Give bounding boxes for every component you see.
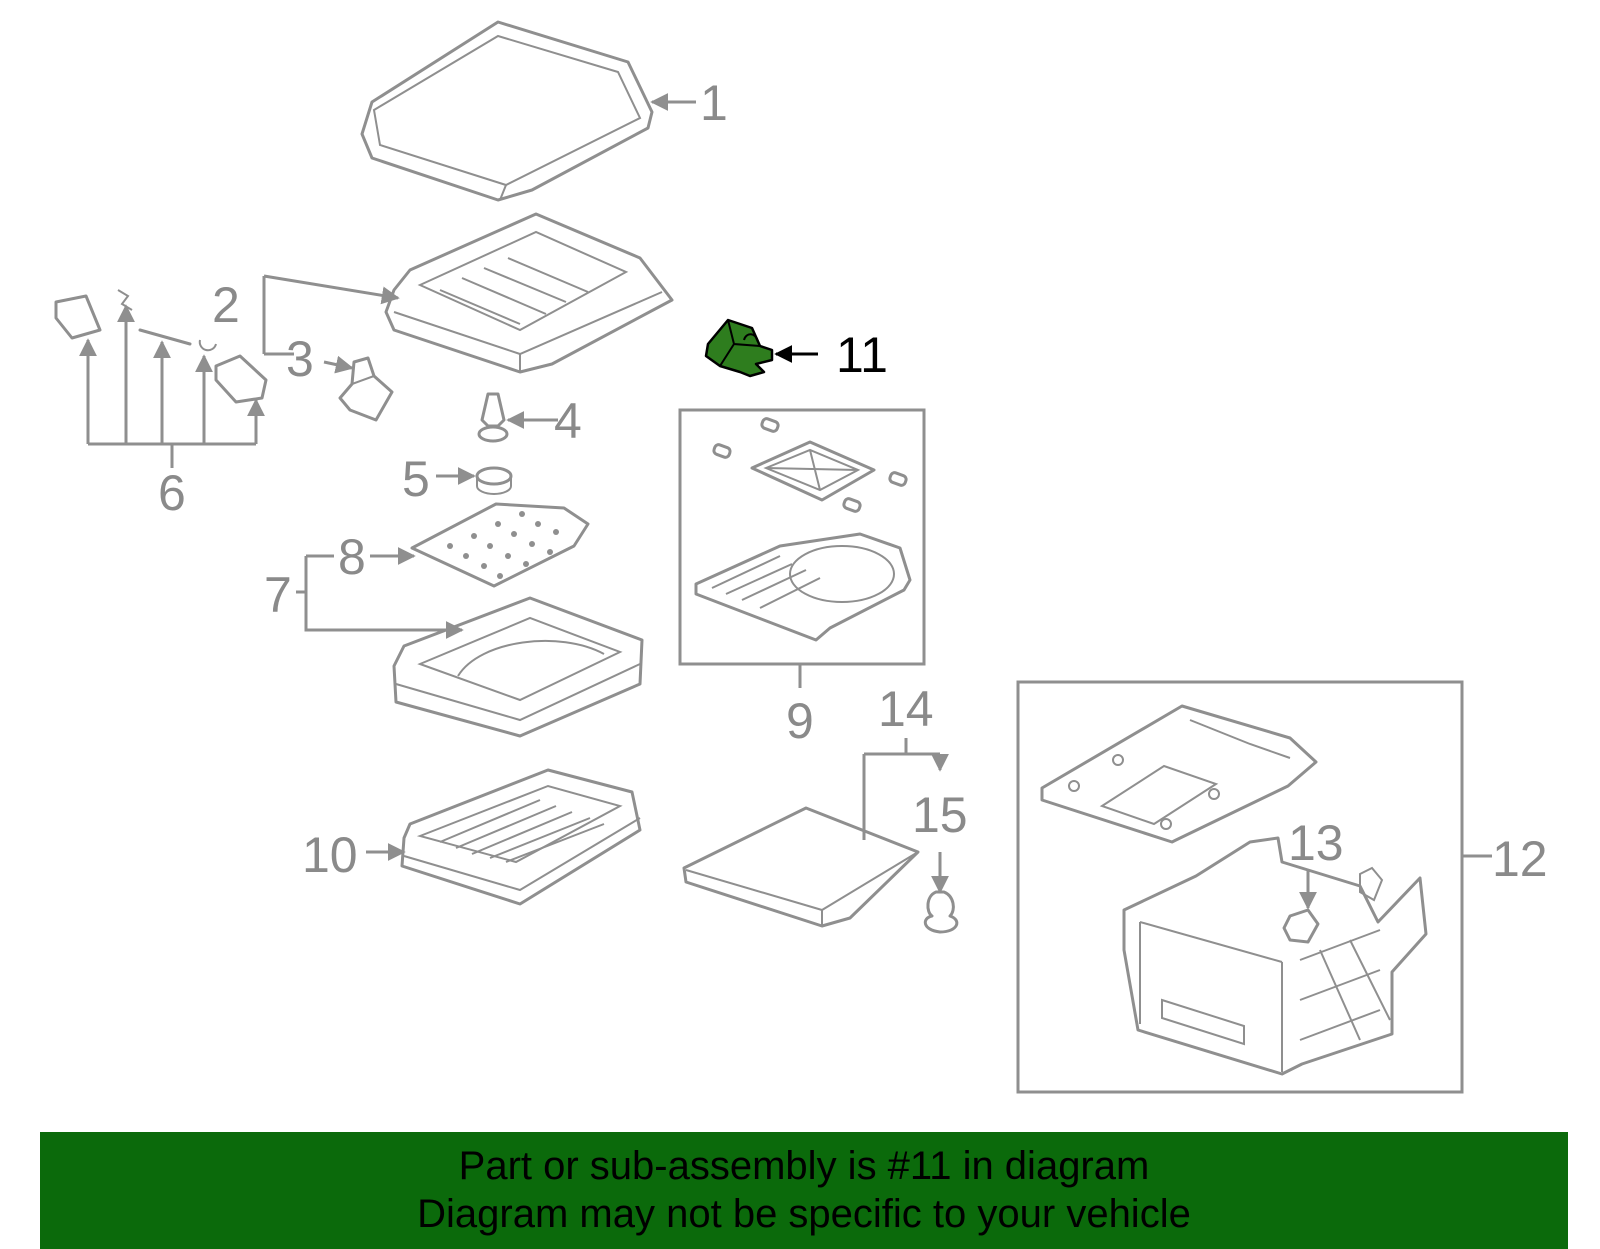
leader-lines — [262, 93, 1492, 910]
callout-1: 1 — [700, 75, 728, 131]
callout-9: 9 — [786, 693, 814, 749]
callout-3: 3 — [286, 331, 314, 387]
callout-2: 2 — [212, 277, 240, 333]
part-3-latch[interactable] — [338, 356, 394, 422]
callout-4: 4 — [554, 393, 582, 449]
callout-5: 5 — [402, 451, 430, 507]
part-8-pad[interactable] — [410, 502, 590, 588]
part-14-mat[interactable] — [682, 806, 920, 928]
part-15-clip[interactable] — [923, 890, 959, 934]
callout-12: 12 — [1492, 831, 1548, 887]
part-7-armrest-base[interactable] — [392, 596, 644, 738]
part-11-bracket-highlighted[interactable] — [704, 318, 774, 378]
part-9-assembly-box — [678, 408, 926, 666]
part-10-lower-frame[interactable] — [400, 768, 642, 906]
info-banner: Part or sub-assembly is #11 in diagram D… — [40, 1132, 1568, 1249]
callout-10: 10 — [302, 827, 358, 883]
callout-14: 14 — [878, 681, 934, 737]
banner-line-disclaimer: Diagram may not be specific to your vehi… — [417, 1192, 1191, 1236]
callout-13: 13 — [1288, 815, 1344, 871]
callout-7: 7 — [264, 567, 292, 623]
part-5-bumper[interactable] — [475, 466, 513, 495]
part-4-pin[interactable] — [477, 392, 509, 443]
callout-6: 6 — [158, 465, 186, 521]
part-12-assembly-box — [1016, 680, 1464, 1094]
callout-11: 11 — [836, 327, 888, 383]
part-2-lid-inner-frame[interactable] — [384, 212, 674, 374]
banner-line-part-number: Part or sub-assembly is #11 in diagram — [458, 1144, 1150, 1188]
part-13-fastener[interactable] — [1282, 908, 1320, 944]
callout-8: 8 — [338, 529, 366, 585]
part-1-lid-cover[interactable] — [360, 20, 654, 202]
part-9-cup-holder-parts[interactable] — [694, 417, 912, 642]
part-6-hardware-set[interactable] — [54, 289, 268, 468]
part-12-console-parts[interactable] — [1040, 704, 1428, 1076]
callout-15: 15 — [912, 787, 968, 843]
